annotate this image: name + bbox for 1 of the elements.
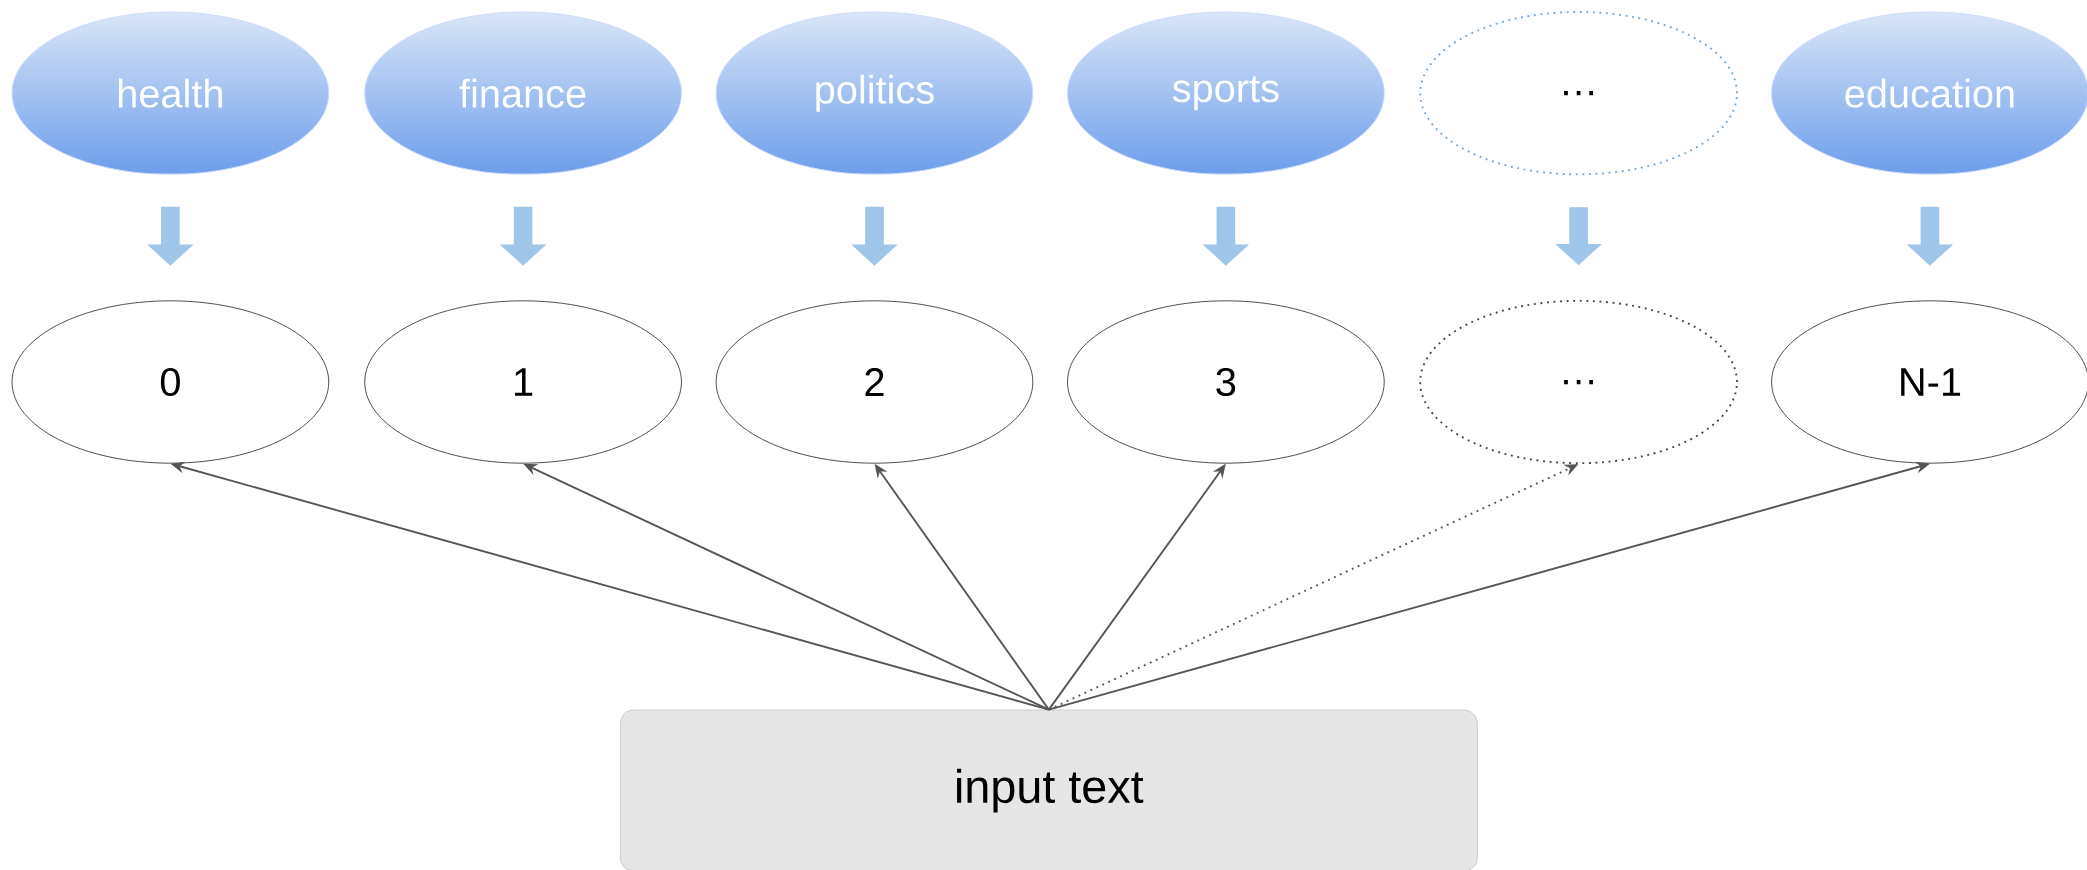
input-box: input text: [619, 709, 1478, 870]
